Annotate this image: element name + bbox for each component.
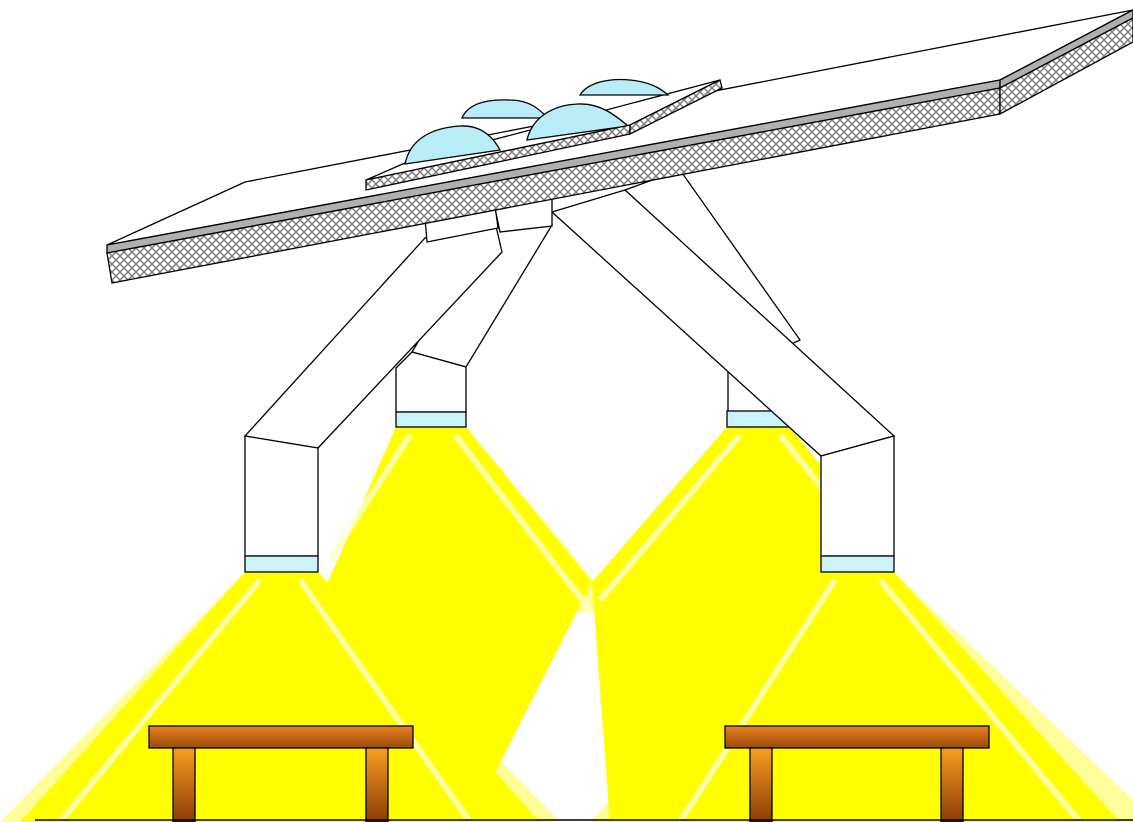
table-left-leg-left: [172, 747, 196, 822]
light-pipe-inner-left-lower: [395, 351, 467, 413]
table-right-leg-right: [940, 747, 964, 822]
light-pipe-right-lower: [820, 435, 895, 557]
skylight-curb-side: [629, 79, 723, 136]
light-rays: [57, 433, 1083, 822]
dome-front-left: [404, 125, 502, 165]
table-right-leg-left: [749, 747, 773, 822]
diffuser-inner-left: [395, 411, 467, 428]
light-pipes: [243, 169, 896, 573]
light-beams: [0, 427, 1133, 822]
diffuser-right: [820, 555, 895, 573]
dome-front-right: [526, 103, 630, 141]
table-right-top: [724, 725, 990, 749]
table-left-leg-right: [365, 747, 389, 822]
beam-inner-left: [200, 427, 592, 822]
roof-side-face: [999, 17, 1133, 116]
table-left: [148, 725, 414, 822]
roof-side-strip: [999, 9, 1133, 90]
dome-back-right: [578, 78, 670, 96]
dome-back-left: [461, 99, 550, 119]
table-right: [724, 725, 990, 822]
diffuser-left: [244, 555, 319, 573]
beam-right-outer: [605, 572, 1120, 822]
light-pipe-left-lower: [244, 435, 319, 557]
skylight-assembly: [365, 78, 723, 191]
roof-edge-strip: [106, 79, 1001, 254]
table-left-top: [148, 725, 414, 749]
